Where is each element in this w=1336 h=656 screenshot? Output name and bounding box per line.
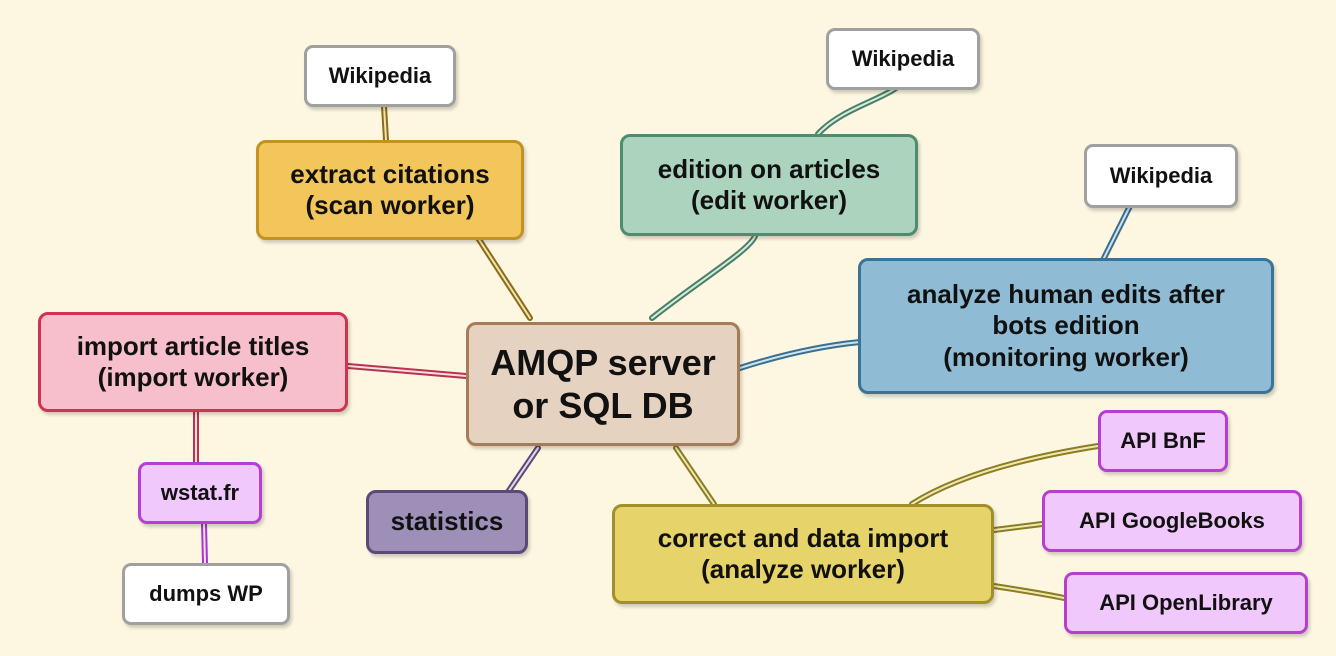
node-monitoring-worker-label: analyze human edits after bots edition (… xyxy=(907,279,1225,372)
central-node-label: AMQP server or SQL DB xyxy=(490,341,716,426)
node-edit-worker: edition on articles (edit worker) xyxy=(620,134,918,236)
node-statistics-label: statistics xyxy=(390,506,504,537)
node-monitoring-worker: analyze human edits after bots edition (… xyxy=(858,258,1274,394)
node-analyze-worker: correct and data import (analyze worker) xyxy=(612,504,994,604)
leaf-dumps-wp-label: dumps WP xyxy=(149,580,263,606)
leaf-api-bnf-label: API BnF xyxy=(1120,427,1206,453)
leaf-dumps-wp: dumps WP xyxy=(122,563,290,625)
node-scan-worker: extract citations (scan worker) xyxy=(256,140,524,240)
node-edit-worker-label: edition on articles (edit worker) xyxy=(657,153,881,215)
leaf-wikipedia-edit: Wikipedia xyxy=(826,28,980,90)
leaf-api-googlebooks-label: API GoogleBooks xyxy=(1079,507,1265,533)
node-scan-worker-label: extract citations (scan worker) xyxy=(290,158,490,220)
leaf-wikipedia-scan-label: Wikipedia xyxy=(328,62,432,88)
node-statistics: statistics xyxy=(366,490,528,554)
leaf-wikipedia-monitor-label: Wikipedia xyxy=(1109,162,1213,188)
leaf-wikipedia-monitor: Wikipedia xyxy=(1084,144,1238,208)
leaf-wikipedia-edit-label: Wikipedia xyxy=(851,45,955,71)
central-node-amqp-server: AMQP server or SQL DB xyxy=(466,322,740,446)
node-import-worker: import article titles (import worker) xyxy=(38,312,348,412)
node-analyze-worker-label: correct and data import (analyze worker) xyxy=(657,522,949,584)
leaf-wikipedia-scan: Wikipedia xyxy=(304,45,456,107)
leaf-wstat-fr-label: wstat.fr xyxy=(160,479,240,505)
leaf-wstat-fr: wstat.fr xyxy=(138,462,262,524)
leaf-api-googlebooks: API GoogleBooks xyxy=(1042,490,1302,552)
leaf-api-bnf: API BnF xyxy=(1098,410,1228,472)
link-center-monitor xyxy=(737,339,863,371)
leaf-api-openlibrary-label: API OpenLibrary xyxy=(1099,589,1273,615)
leaf-api-openlibrary: API OpenLibrary xyxy=(1064,572,1308,634)
node-import-worker-label: import article titles (import worker) xyxy=(76,330,310,392)
